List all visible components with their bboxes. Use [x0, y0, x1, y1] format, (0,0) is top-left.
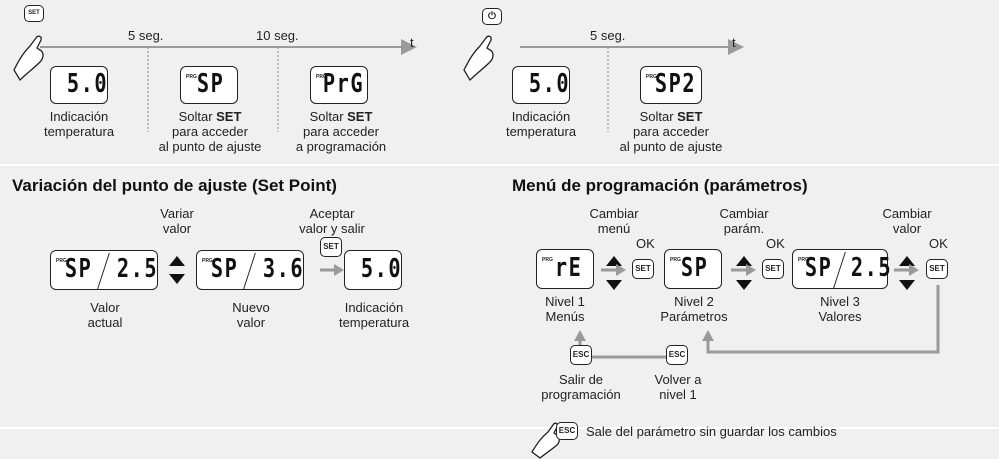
ok-label: OK: [636, 236, 655, 251]
display-level1: PRG rE: [536, 249, 594, 289]
display-prg: PRG PrG: [310, 66, 368, 104]
mark-5s-right: 5 seg.: [590, 28, 626, 43]
set-button[interactable]: SET: [24, 5, 44, 22]
hand-press-icon: [13, 35, 44, 82]
mark-5s: 5 seg.: [128, 28, 164, 43]
display-temperature: 5.0: [50, 66, 108, 104]
right-arrow-icon: [616, 264, 626, 276]
ok-label: OK: [929, 236, 948, 251]
set-button[interactable]: SET: [320, 237, 342, 257]
up-arrow-icon: [736, 256, 752, 266]
up-arrow-icon: [169, 256, 185, 266]
ok-label: OK: [766, 236, 785, 251]
axis-label-t: t: [732, 35, 736, 50]
exit-path: [578, 338, 666, 359]
down-arrow-icon: [736, 280, 752, 290]
display-sp: PRG SP: [180, 66, 238, 104]
mark-10s: 10 seg.: [256, 28, 299, 43]
esc-button[interactable]: ESC: [666, 345, 688, 365]
up-arrow-icon: [899, 256, 915, 266]
up-arrow-icon: [702, 330, 714, 341]
down-arrow-icon: [899, 280, 915, 290]
footer-note: Sale del parámetro sin guardar los cambi…: [586, 424, 837, 439]
hand-press-icon: [463, 35, 494, 82]
esc-button[interactable]: ESC: [570, 345, 592, 365]
setpoint-title: Variación del punto de ajuste (Set Point…: [12, 176, 337, 195]
display-level2: PRG SP: [664, 249, 722, 289]
down-arrow-icon: [169, 274, 185, 284]
display-level3: PRG SP 2.5: [792, 249, 891, 289]
return-path-level1: [706, 285, 940, 354]
display-sp2: PRG SP2: [640, 66, 702, 104]
hand-press-icon: [531, 422, 560, 459]
set-button[interactable]: SET: [632, 259, 654, 279]
display-temperature: 5.0: [512, 66, 570, 104]
up-arrow-icon: [574, 330, 586, 341]
set-button[interactable]: SET: [926, 259, 948, 279]
power-button[interactable]: ⏻: [482, 8, 502, 25]
up-arrow-icon: [606, 256, 622, 266]
display-temperature: 5.0: [344, 250, 402, 290]
display-sp-current: PRG SP 2.5: [50, 250, 158, 290]
down-arrow-icon: [606, 280, 622, 290]
esc-button[interactable]: ESC: [556, 422, 578, 440]
axis-label-t: t: [410, 35, 414, 50]
right-arrow-icon: [334, 264, 344, 276]
set-button[interactable]: SET: [762, 259, 784, 279]
menu-title: Menú de programación (parámetros): [512, 176, 808, 195]
right-arrow-icon: [746, 264, 756, 276]
right-arrow-icon: [909, 264, 919, 276]
display-sp-new: PRG SP 3.6: [196, 250, 304, 290]
